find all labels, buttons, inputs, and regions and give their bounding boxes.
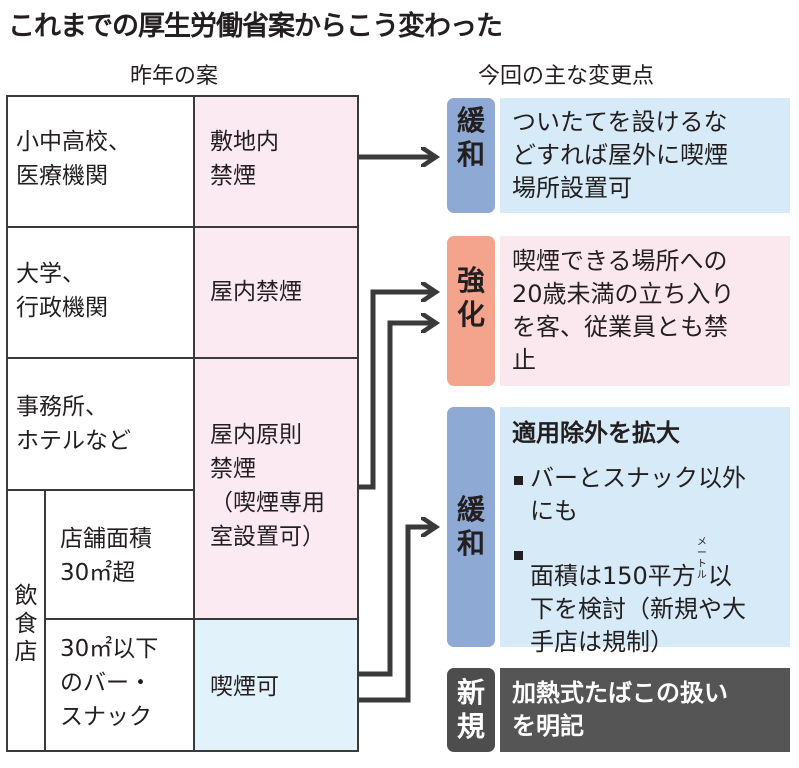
diagram-title: これまでの厚生労働省案からこう変わった (8, 11, 503, 42)
restaurant-label: 飲食店 (14, 583, 38, 665)
rule-cell-universities (193, 226, 359, 359)
rule-cell-offices-stores (193, 357, 359, 620)
change-tag-new: 新規 (447, 668, 495, 752)
rule-cell-small-bars (193, 618, 359, 752)
left-column-header: 昨年の案 (130, 64, 219, 89)
change-box-new (500, 668, 790, 752)
category-label-offices: 事務所、ホテルなど (16, 394, 131, 454)
bullet-text-1: バーとスナック以外にも (530, 464, 746, 525)
change-text-relax-1: ついたてを設けるなどすれば屋外に喫煙場所設置可 (512, 108, 728, 202)
category-label-schools: 小中高校、医療機関 (16, 129, 131, 189)
arrow-offices-to-strengthen (359, 292, 432, 490)
change-tag-relax-1: 緩和 (447, 98, 495, 213)
arrow-bars-to-exemption (359, 527, 432, 703)
arrow-bars-to-strengthen (359, 323, 432, 677)
right-column-header: 今回の主な変更点 (478, 64, 655, 89)
category-label-small-bars: 30㎡以下のバー・スナック (60, 636, 159, 730)
change-box-relax-1 (500, 98, 790, 213)
change-heading-exemption: 適用除外を拡大 (512, 419, 680, 447)
bullet-marker-1 (514, 476, 523, 485)
category-label-universities: 大学、行政機関 (16, 261, 108, 321)
rule-cell-schools (193, 95, 359, 228)
unit-meter-small: メートル (696, 537, 707, 581)
bullet-text-2: 面積は150平方メートル以 下を検討（新規や大手店は規制） (530, 537, 746, 656)
rule-label-universities: 屋内禁煙 (210, 279, 302, 305)
change-tag-relax-2: 緩和 (447, 407, 495, 647)
rule-label-offices: 屋内原則禁煙（喫煙専用室設置可） (210, 422, 325, 550)
change-box-relax-2 (500, 407, 790, 647)
change-text-new: 加熱式たばこの扱いを明記 (512, 679, 728, 740)
rule-label-schools: 敷地内禁煙 (210, 129, 279, 189)
bullet-marker-2 (514, 551, 523, 560)
change-tag-strengthen: 強化 (447, 236, 495, 386)
rule-label-small-bars: 喫煙可 (210, 674, 279, 700)
change-box-strengthen (500, 236, 790, 386)
